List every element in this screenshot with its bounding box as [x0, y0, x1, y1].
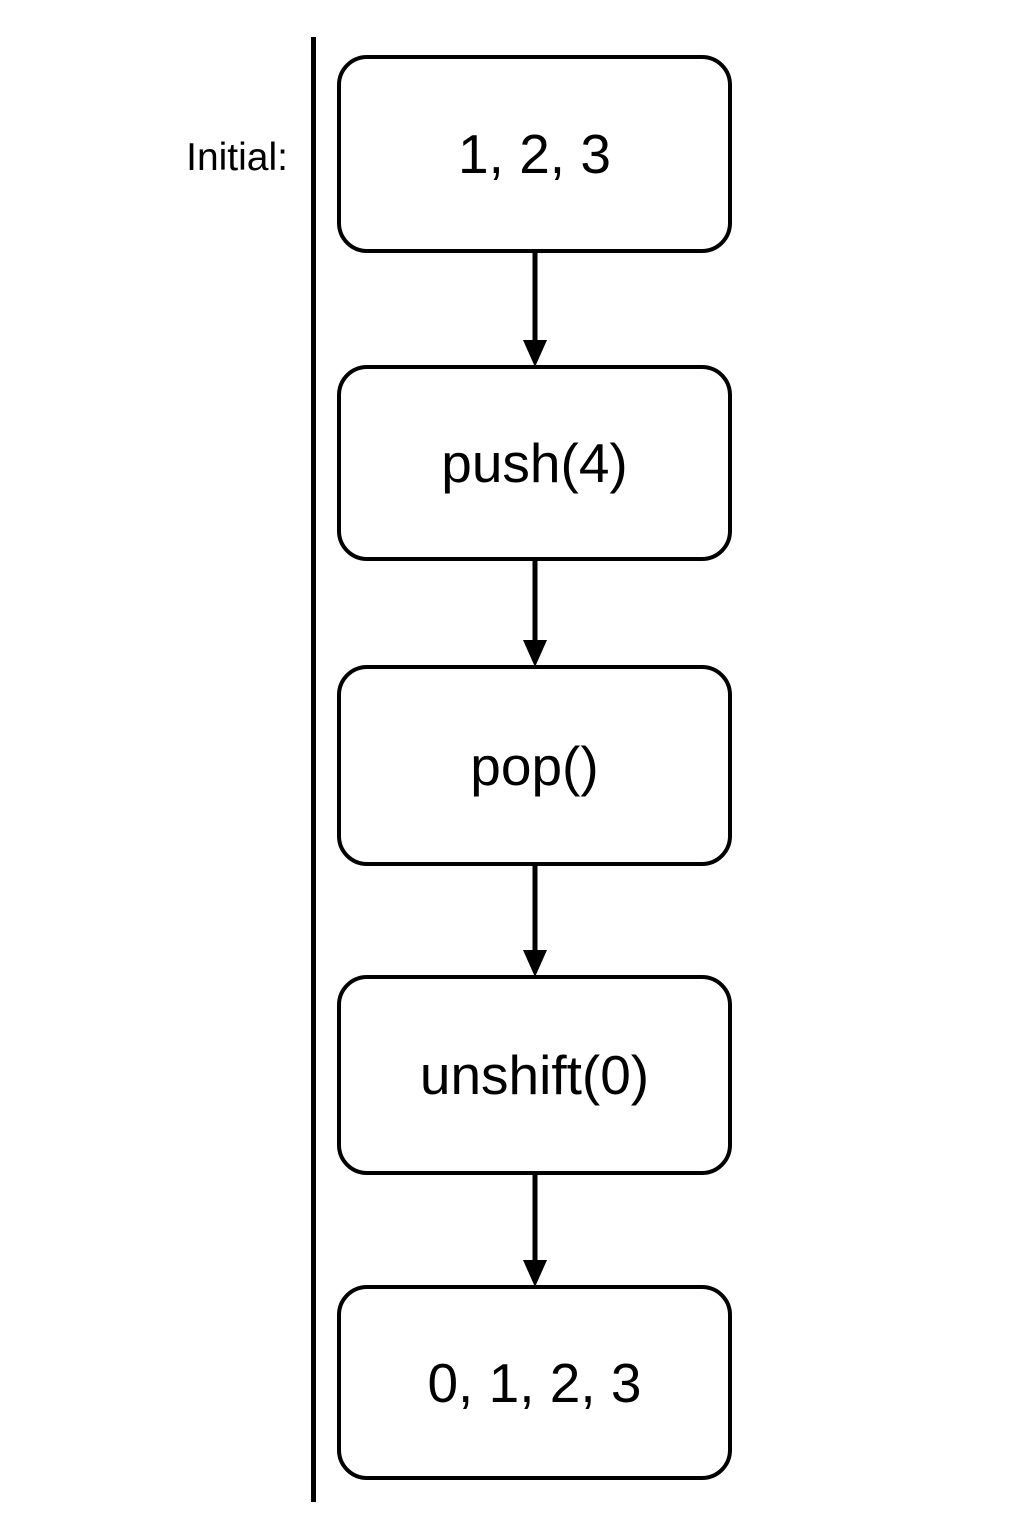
- flow-node-state-initial[interactable]: 1, 2, 3: [337, 55, 732, 253]
- flow-node-state-final[interactable]: 0, 1, 2, 3: [337, 1285, 732, 1480]
- flow-node-label: unshift(0): [419, 1044, 650, 1106]
- lane-divider: [311, 37, 316, 1502]
- flow-node-op-push[interactable]: push(4): [337, 365, 732, 561]
- flow-edge-arrow-3: [519, 865, 551, 977]
- flow-node-op-unshift[interactable]: unshift(0): [337, 975, 732, 1175]
- flow-node-label: pop(): [470, 734, 599, 797]
- flow-edge-arrow-2: [519, 560, 551, 667]
- lane-label-initial: Initial:: [186, 136, 288, 179]
- flow-edge-arrow-1: [519, 252, 551, 367]
- flow-node-label: 1, 2, 3: [458, 123, 611, 185]
- flow-edge-arrow-4: [519, 1174, 551, 1287]
- flow-node-op-pop[interactable]: pop(): [337, 665, 732, 866]
- flow-node-label: push(4): [441, 432, 628, 494]
- flow-node-label: 0, 1, 2, 3: [427, 1351, 642, 1414]
